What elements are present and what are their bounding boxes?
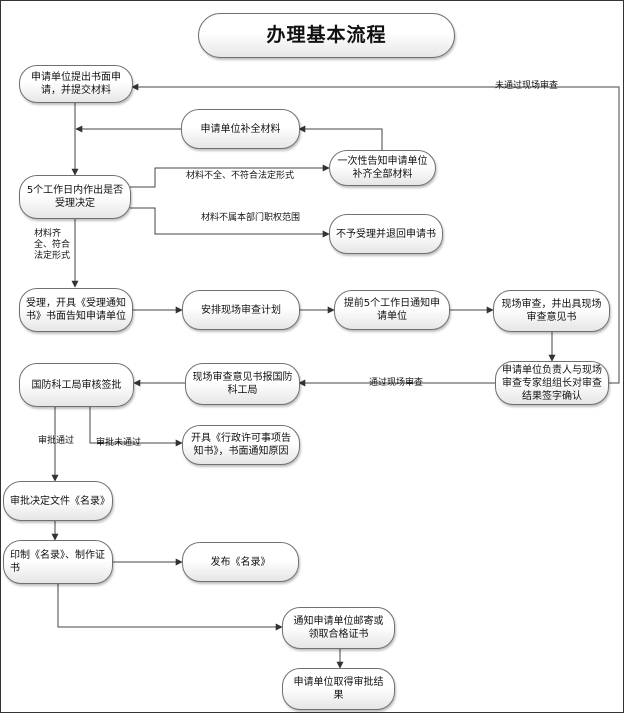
edge-print-to-notify-cert bbox=[57, 583, 283, 631]
edge-label-pass-onsite: 通过现场审查 bbox=[369, 378, 424, 388]
edge-notify-once-to-supplement bbox=[298, 125, 383, 151]
edge-label-fail-onsite: 未通过现场审查 bbox=[495, 81, 559, 91]
node-print: 印制《名录》、制作证书 bbox=[3, 540, 113, 584]
node-not-approved: 开具《行政许可事项告知书》，书面通知原因 bbox=[182, 425, 300, 465]
node-reject: 不予受理并退回申请书 bbox=[329, 214, 443, 254]
node-decide: 5个工作日内作出是否受理决定 bbox=[19, 175, 131, 219]
node-accept: 受理，开具《受理通知书》书面告知申请单位 bbox=[19, 288, 133, 332]
page-title: 办理基本流程 bbox=[198, 13, 455, 58]
edge-label-incomplete: 材料不全、不符合法定形式 bbox=[186, 171, 295, 181]
edge-label-complete: 材料齐全、符合法定形式 bbox=[34, 229, 71, 261]
edge-label-approved: 审批通过 bbox=[38, 436, 75, 446]
edge-decide-to-reject bbox=[130, 207, 330, 238]
node-notify-cert: 通知申请单位邮寄或领取合格证书 bbox=[282, 607, 395, 649]
edge-approve-to-not-approved bbox=[89, 406, 183, 447]
edge-sign-to-submit-fail bbox=[131, 83, 620, 384]
edge-decide-to-notify-once bbox=[130, 164, 330, 188]
node-report: 现场审查意见书报国防科工局 bbox=[185, 363, 300, 405]
node-supplement: 申请单位补全材料 bbox=[181, 109, 300, 149]
node-inspect: 现场审查，并出具现场审查意见书 bbox=[493, 290, 610, 332]
edge-label-out-of-scope: 材料不属本部门职权范围 bbox=[201, 213, 301, 223]
node-submit: 申请单位提出书面申 请，并提交材料 bbox=[19, 65, 133, 103]
node-sign: 申请单位负责人与现场审查专家组组长对审查结果签字确认 bbox=[495, 361, 609, 405]
node-notify-once: 一次性告知申请单位补齐全部材料 bbox=[329, 150, 436, 186]
node-result: 申请单位取得审批结果 bbox=[282, 668, 395, 710]
node-plan: 安排现场审查计划 bbox=[182, 290, 300, 330]
node-approval-doc: 审批决定文件《名录》 bbox=[3, 481, 113, 521]
node-notify5: 提前5个工作日通知申请单位 bbox=[334, 290, 450, 330]
node-publish: 发布《名录》 bbox=[182, 542, 299, 582]
node-approve: 国防科工局审核签批 bbox=[19, 363, 134, 407]
edge-label-not-approved: 审批未通过 bbox=[96, 438, 142, 448]
